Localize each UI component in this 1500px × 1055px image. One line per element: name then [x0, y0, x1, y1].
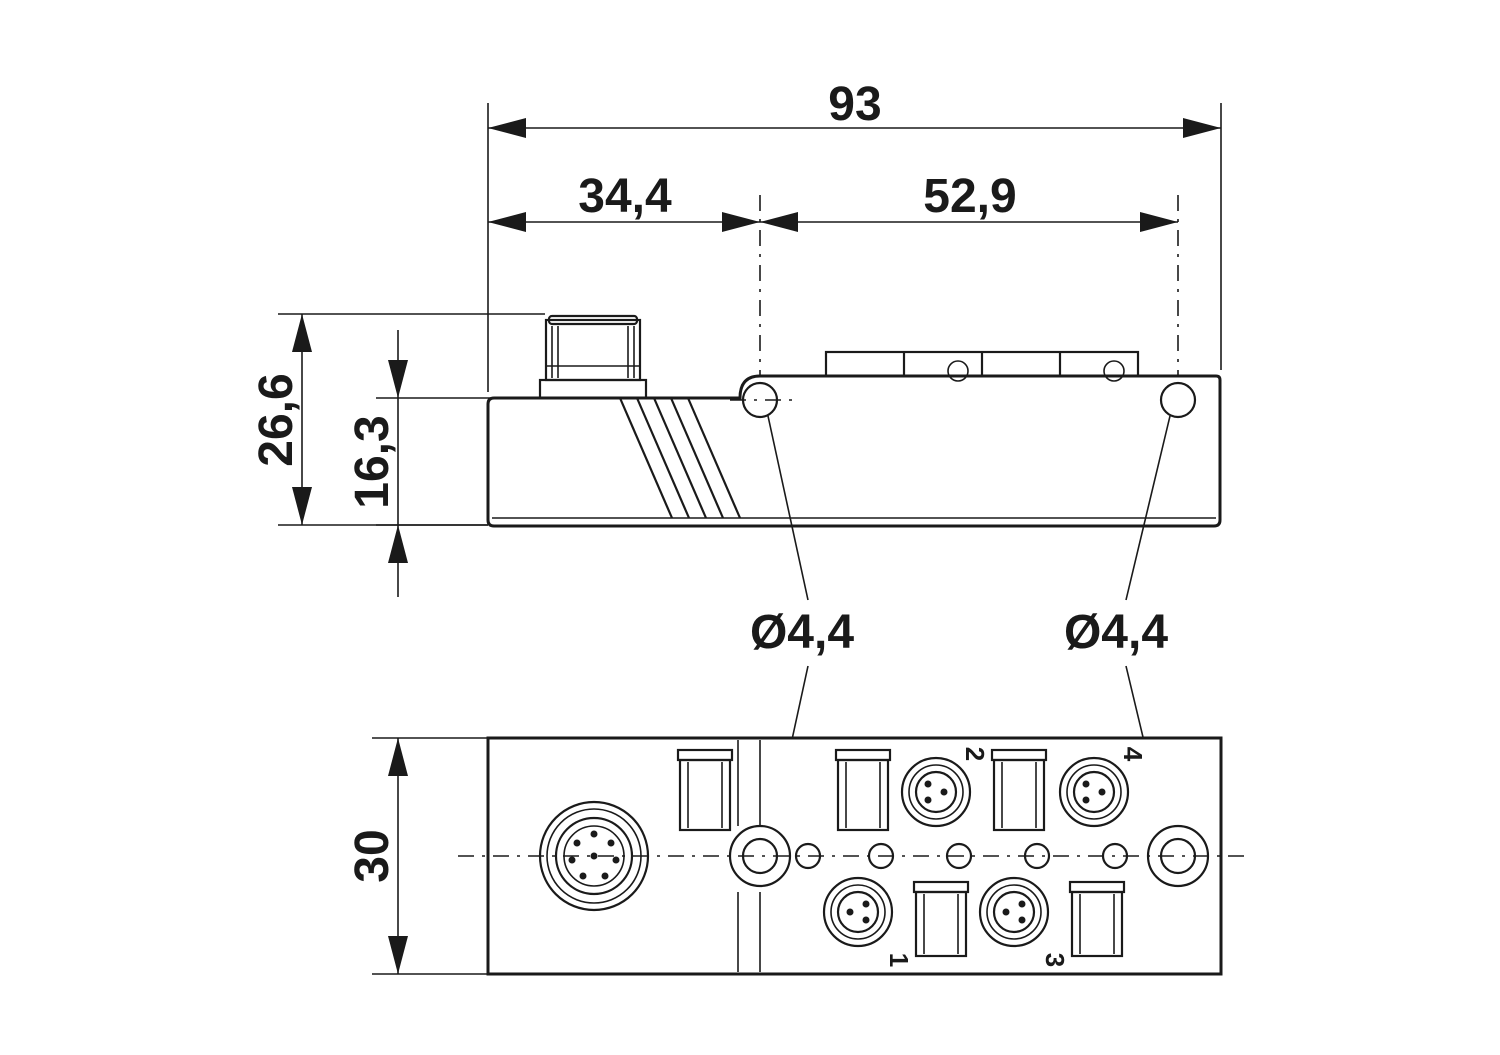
mount-hole-top-left — [728, 824, 792, 888]
m8-port-2 — [900, 756, 972, 828]
side-body — [486, 374, 1222, 528]
top-view: 2 4 1 3 — [458, 736, 1252, 976]
status-leds — [794, 842, 1129, 870]
port-4-number: 4 — [1118, 747, 1148, 762]
dim-93-label: 93 — [828, 78, 881, 131]
port-2-number: 2 — [960, 747, 990, 761]
m8-port-3 — [978, 876, 1050, 948]
dim-sections: 34,4 52,9 — [488, 170, 1179, 440]
label-carriers-upper — [676, 748, 1048, 832]
mount-hole-side-right — [1159, 381, 1197, 419]
dim-width: 30 — [346, 737, 488, 975]
dim-34-4-label: 34,4 — [578, 170, 672, 223]
dim-30-label: 30 — [346, 829, 399, 882]
side-view — [486, 314, 1222, 528]
hole-dia-left-label: Ø4,4 — [750, 606, 854, 659]
mount-hole-top-right — [1146, 824, 1210, 888]
port-1-number: 1 — [884, 953, 914, 967]
hole-dia-right-label: Ø4,4 — [1064, 606, 1168, 659]
m12-connector-side — [538, 314, 648, 400]
port-caps-side — [824, 350, 1140, 382]
port-3-number: 3 — [1040, 953, 1070, 967]
label-carriers-lower — [912, 880, 1126, 958]
dim-52-9-label: 52,9 — [923, 170, 1016, 223]
dim-overall-length: 93 — [487, 78, 1222, 392]
hole-leaders: Ø4,4 Ø4,4 — [750, 415, 1171, 851]
dim-16-3-label: 16,3 — [346, 415, 399, 508]
m8-port-4 — [1058, 756, 1130, 828]
m12-bus-connector — [538, 800, 650, 912]
separator-channel — [737, 740, 761, 972]
label-stripes — [618, 397, 742, 519]
m8-port-1 — [822, 876, 894, 948]
dim-26-6-label: 26,6 — [250, 373, 303, 466]
